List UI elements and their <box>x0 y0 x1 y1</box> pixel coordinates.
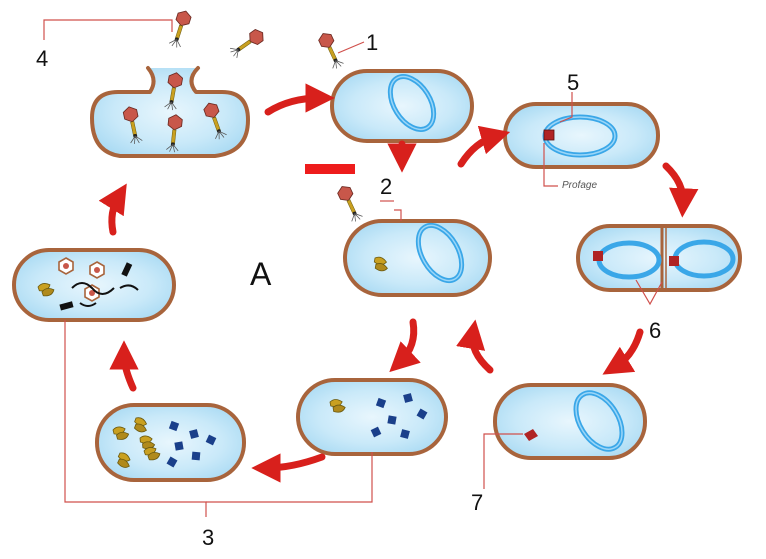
label-5: 5 <box>567 70 580 95</box>
leader-lines <box>43 19 663 517</box>
label-1: 1 <box>366 30 379 55</box>
label-a: A <box>250 256 272 292</box>
label-7: 7 <box>471 490 484 515</box>
cell-mature <box>12 248 176 322</box>
label-3: 3 <box>202 525 215 550</box>
phage-attaching <box>316 30 346 71</box>
inhibitor-bar <box>305 164 355 174</box>
cell-injection <box>335 183 492 297</box>
label-prophage: Profage <box>562 180 598 191</box>
label-6: 6 <box>649 318 662 343</box>
label-4: 4 <box>36 46 49 71</box>
label-2: 2 <box>380 174 393 199</box>
cycle-arrows <box>98 83 699 483</box>
cell-prophage <box>503 102 660 169</box>
cell-assembly <box>95 403 246 482</box>
cell-attachment <box>316 30 474 143</box>
cell-excision <box>493 383 647 460</box>
cell-replication <box>296 378 448 456</box>
cell-lysis <box>90 66 250 158</box>
cell-dividing <box>576 224 742 292</box>
